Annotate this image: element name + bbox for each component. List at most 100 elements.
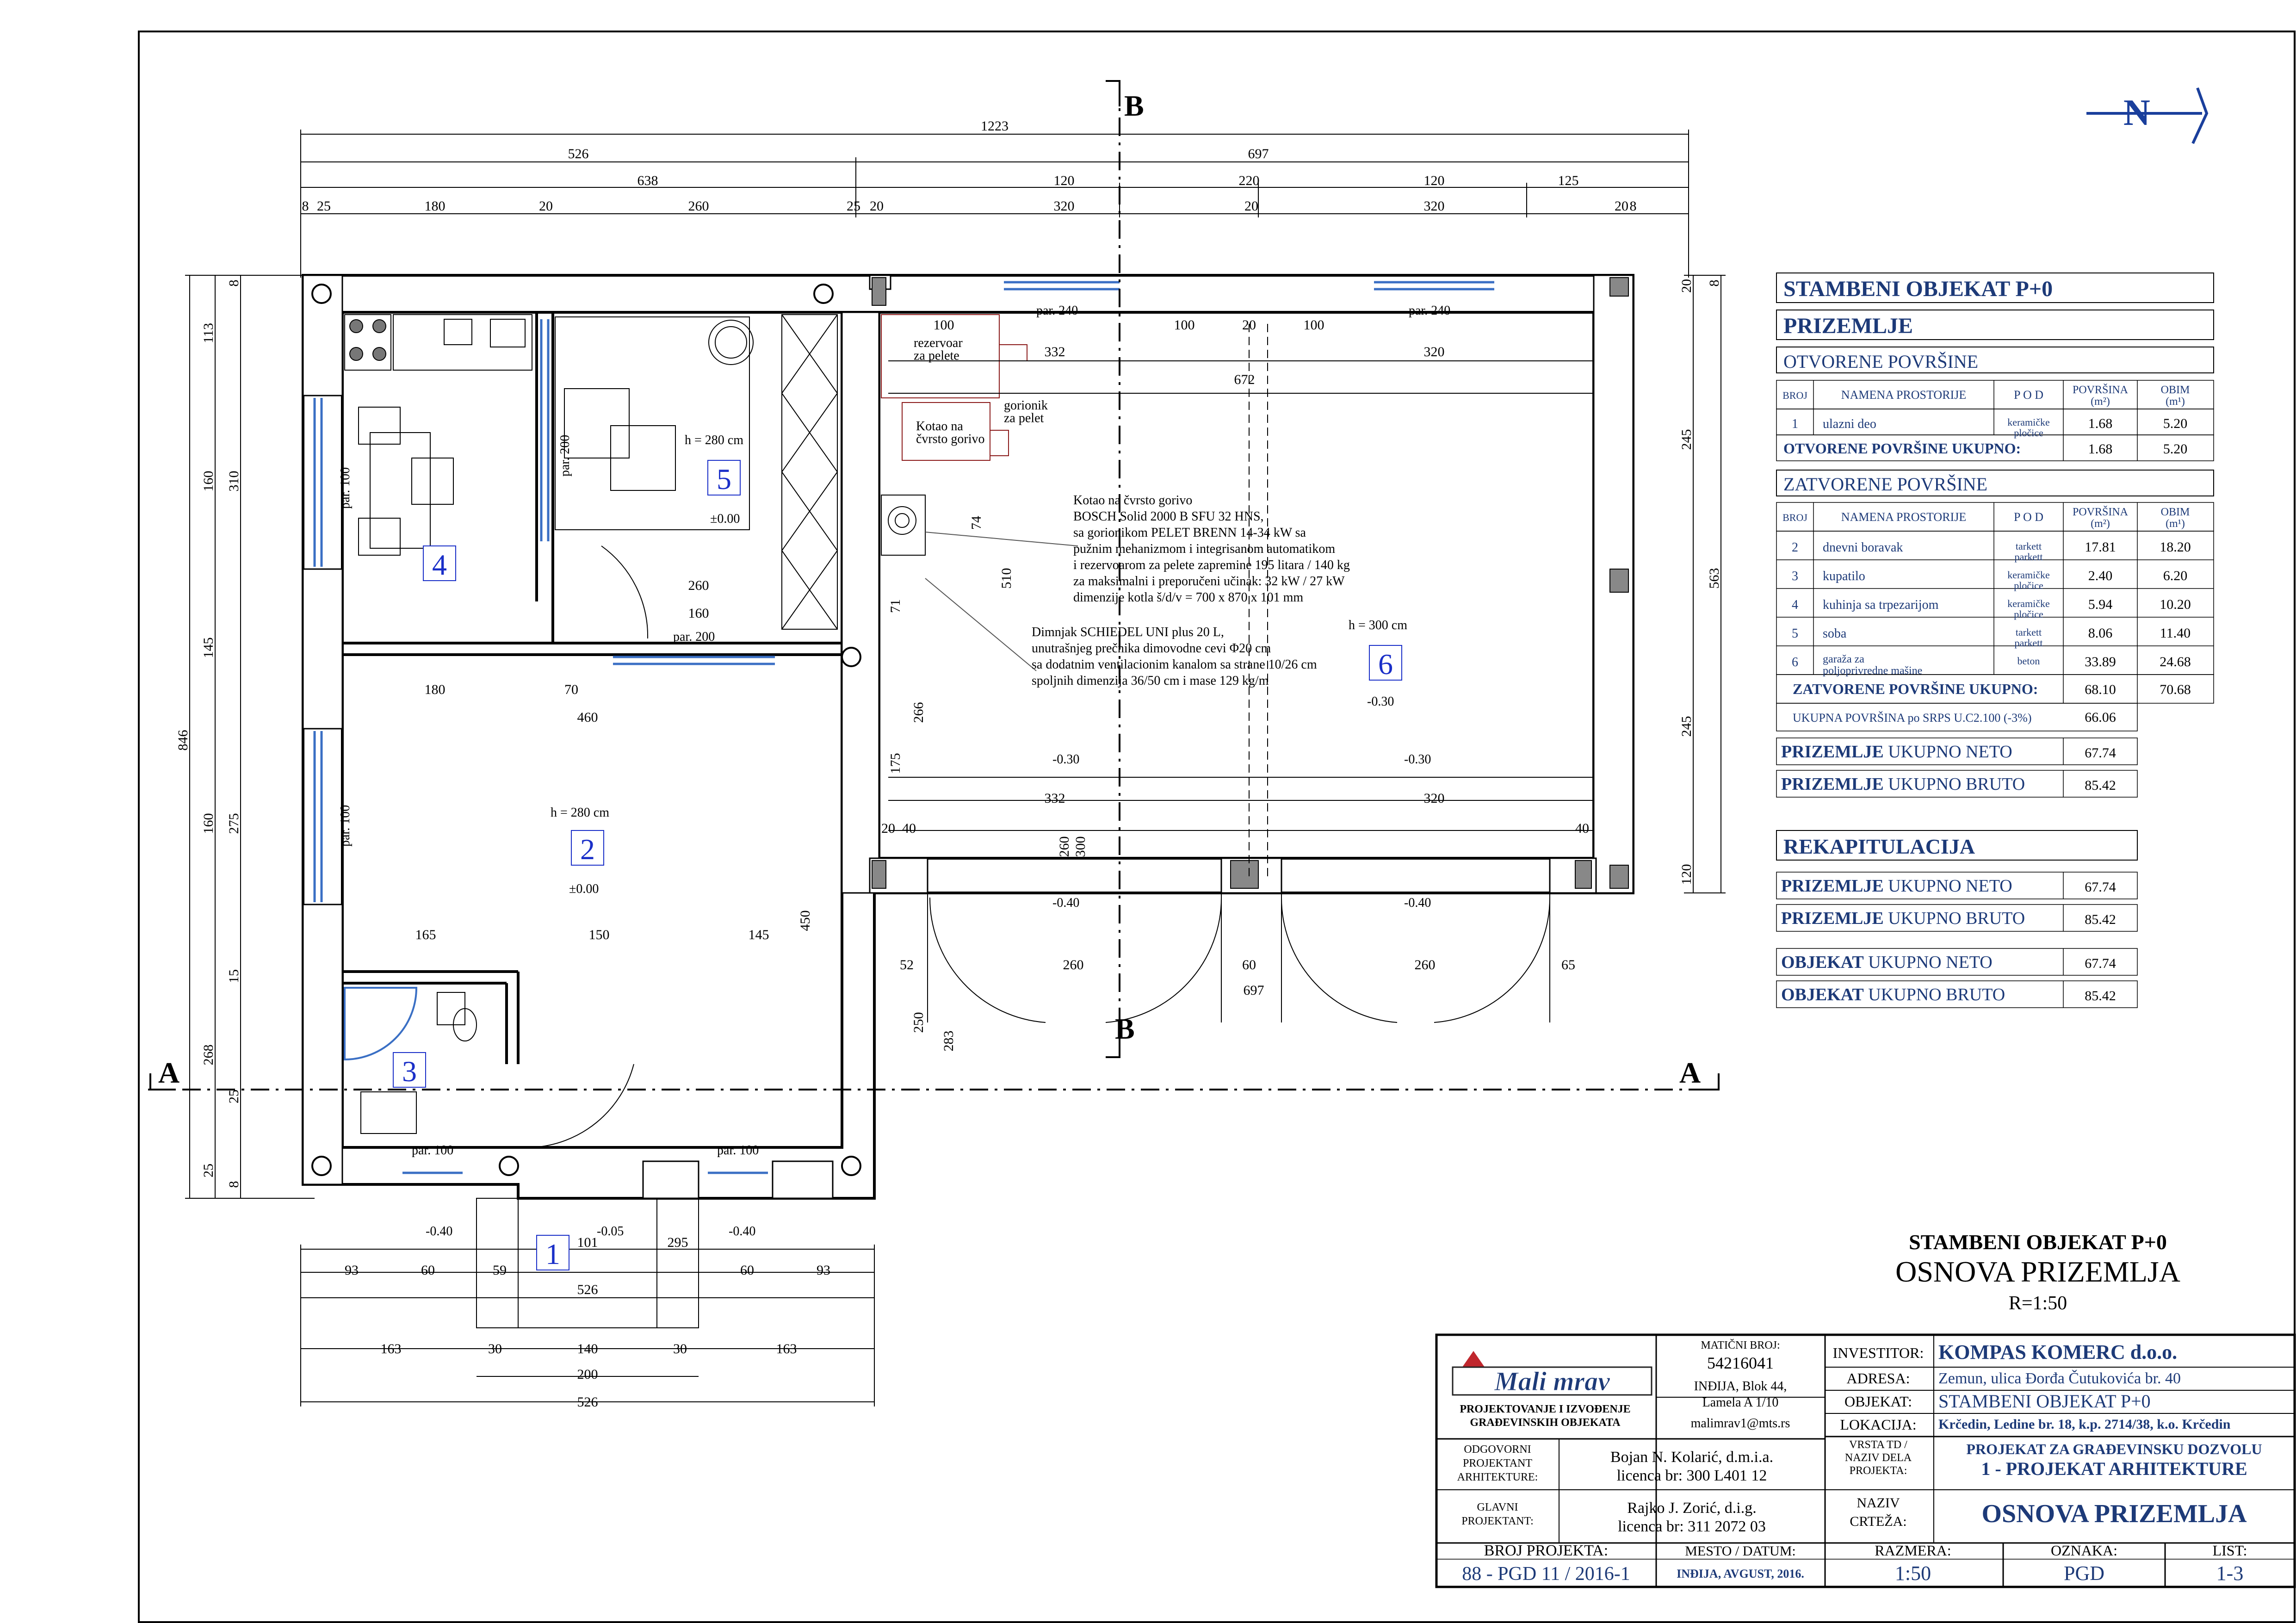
row-num: 6 <box>1792 655 1798 669</box>
sheet-value: 1-3 <box>2216 1562 2244 1585</box>
text-line: čvrsto gorivo <box>916 432 985 446</box>
dim-text: 8 <box>1707 280 1722 287</box>
dim-text: 25 <box>847 198 860 214</box>
kitchen-fixtures <box>344 314 532 556</box>
text-line: tarkett <box>2016 626 2042 638</box>
dim-text: 65 <box>1561 957 1575 973</box>
note-line: i rezervoarom za pelete zapremine 195 li… <box>1073 558 1350 572</box>
tank-label-line: rezervoar <box>914 336 963 350</box>
text-line: pločice <box>2014 580 2043 591</box>
col-head-floor: P O D <box>2014 388 2043 402</box>
text-line: keramičke <box>2007 598 2050 609</box>
recap-label-bold: PRIZEMLJE <box>1781 909 1884 928</box>
dim-text: 100 <box>1174 317 1195 333</box>
investor-value: KOMPAS KOMERC d.o.o. <box>1938 1341 2177 1363</box>
note-line: pužnim mehanizmom i integrisanom automat… <box>1073 542 1335 556</box>
dim-text: 638 <box>637 173 658 188</box>
row-perim: 5.20 <box>2163 416 2188 431</box>
dim-text: 260 <box>1063 957 1084 973</box>
inner-dim-texts: 100 332 672 100 20 100 320 260 160 460 7… <box>415 317 1590 1052</box>
dim-text: 220 <box>1239 173 1260 188</box>
closed-total-label: ZATVORENE POVRŠINE UKUPNO: <box>1793 681 2038 697</box>
col-head-area: POVRŠINA(m²) <box>2073 384 2129 408</box>
columns <box>872 277 1629 889</box>
corner-posts <box>311 284 861 1176</box>
note-line: za maksimalni i preporučeni učinak: 32 k… <box>1073 574 1345 588</box>
section-mark-b-top: B <box>1124 89 1144 122</box>
row-area: 17.81 <box>2085 539 2116 555</box>
col-head-num: BROJ <box>1782 390 1807 401</box>
object-label: OBJEKAT: <box>1844 1393 1912 1410</box>
text-line: OBIM <box>2161 384 2190 396</box>
room-height: h = 280 cm <box>685 433 743 447</box>
row-floor: beton <box>2018 655 2040 667</box>
sheet-frame <box>138 31 2296 1623</box>
dim-text: 510 <box>999 568 1014 589</box>
dim-text: 310 <box>226 471 241 492</box>
dim-text: 320 <box>1424 344 1445 359</box>
text-line: keramičke <box>2007 569 2050 581</box>
col-head-floor: P O D <box>2014 510 2043 524</box>
company-address: INĐIJA, Blok 44, <box>1694 1379 1787 1394</box>
dim-text: 163 <box>776 1341 797 1357</box>
walls <box>302 274 1634 1200</box>
note-line: dimenzije kotla š/d/v = 700 x 870 x 101 … <box>1073 590 1303 605</box>
dim-text: 200 <box>577 1367 598 1382</box>
col-head-name: NAMENA PROSTORIJE <box>1841 388 1966 402</box>
col-head-perim: OBIM(m¹) <box>2161 506 2190 530</box>
bottom-dimensions <box>300 1245 875 1406</box>
row-num: 3 <box>1792 569 1798 583</box>
dim-text: 526 <box>577 1394 598 1410</box>
dim-text: 25 <box>226 1090 241 1103</box>
col-head-perim: OBIM(m¹) <box>2161 384 2190 408</box>
dim-text: 260 <box>1057 836 1072 857</box>
room-number-1: 1 <box>545 1238 560 1270</box>
dim-text: 180 <box>425 682 446 697</box>
dim-text: 71 <box>888 599 903 613</box>
text-line: (m¹) <box>2166 518 2185 530</box>
recap-label: PRIZEMLJE UKUPNO BRUTO <box>1781 909 2025 928</box>
section-mark-a-left: A <box>158 1056 179 1089</box>
room-number-2: 2 <box>580 833 595 866</box>
dim-text: 268 <box>201 1045 216 1065</box>
dim-text: 260 <box>688 578 709 593</box>
company-email: malimrav1@mts.rs <box>1691 1416 1790 1431</box>
resp-label: PROJEKTANT <box>1463 1457 1532 1469</box>
row-name: kupatilo <box>1823 569 1865 583</box>
row-perim: 18.20 <box>2160 539 2191 555</box>
recap-label-bold: OBJEKAT <box>1781 985 1864 1004</box>
srps-value: 66.06 <box>2085 710 2116 725</box>
bottom-dim-texts: 526 93 60 59 101 295 60 93 163 30 140 30… <box>345 1235 830 1410</box>
floor-level: -0.40 <box>1052 896 1079 910</box>
floor-level: -0.30 <box>1052 752 1079 767</box>
summary-floor: PRIZEMLJE <box>1783 314 1913 338</box>
room-number-6: 6 <box>1378 648 1393 681</box>
col-head-area: POVRŠINA(m²) <box>2073 506 2129 530</box>
text-line: za pelet <box>1004 411 1044 425</box>
dim-text: 125 <box>1558 173 1579 188</box>
row-perim: 24.68 <box>2160 654 2191 669</box>
row-perim: 10.20 <box>2160 597 2191 612</box>
dim-text: 20 <box>881 821 895 836</box>
row-perim: 6.20 <box>2163 568 2188 583</box>
dim-text: 295 <box>668 1235 688 1250</box>
dim-text: 120 <box>1424 173 1445 188</box>
dim-text: 101 <box>577 1235 598 1250</box>
recap: REKAPITULACIJA PRIZEMLJE UKUPNO NETO 67.… <box>1776 830 2138 1008</box>
dim-text: 697 <box>1248 146 1269 161</box>
dim-text: 140 <box>577 1341 598 1357</box>
parapet-label: par. 100 <box>717 1143 759 1158</box>
floor-plan: 1223 526 697 638 120 220 120 125 8 25 18… <box>148 80 1726 1410</box>
dim-text: 113 <box>201 323 216 343</box>
bruto-label-rest: UKUPNO BRUTO <box>1884 774 2025 794</box>
recap-label-rest: UKUPNO BRUTO <box>1864 985 2005 1004</box>
investor-label: INVESTITOR: <box>1833 1344 1924 1361</box>
drawing-title-line1: STAMBENI OBJEKAT P+0 <box>1909 1230 2167 1254</box>
row-num: 5 <box>1792 626 1798 641</box>
dim-text: 15 <box>226 969 241 983</box>
dim-text: 266 <box>911 702 926 723</box>
logo-text: Mali mrav <box>1494 1366 1610 1396</box>
row-num: 4 <box>1792 598 1798 612</box>
